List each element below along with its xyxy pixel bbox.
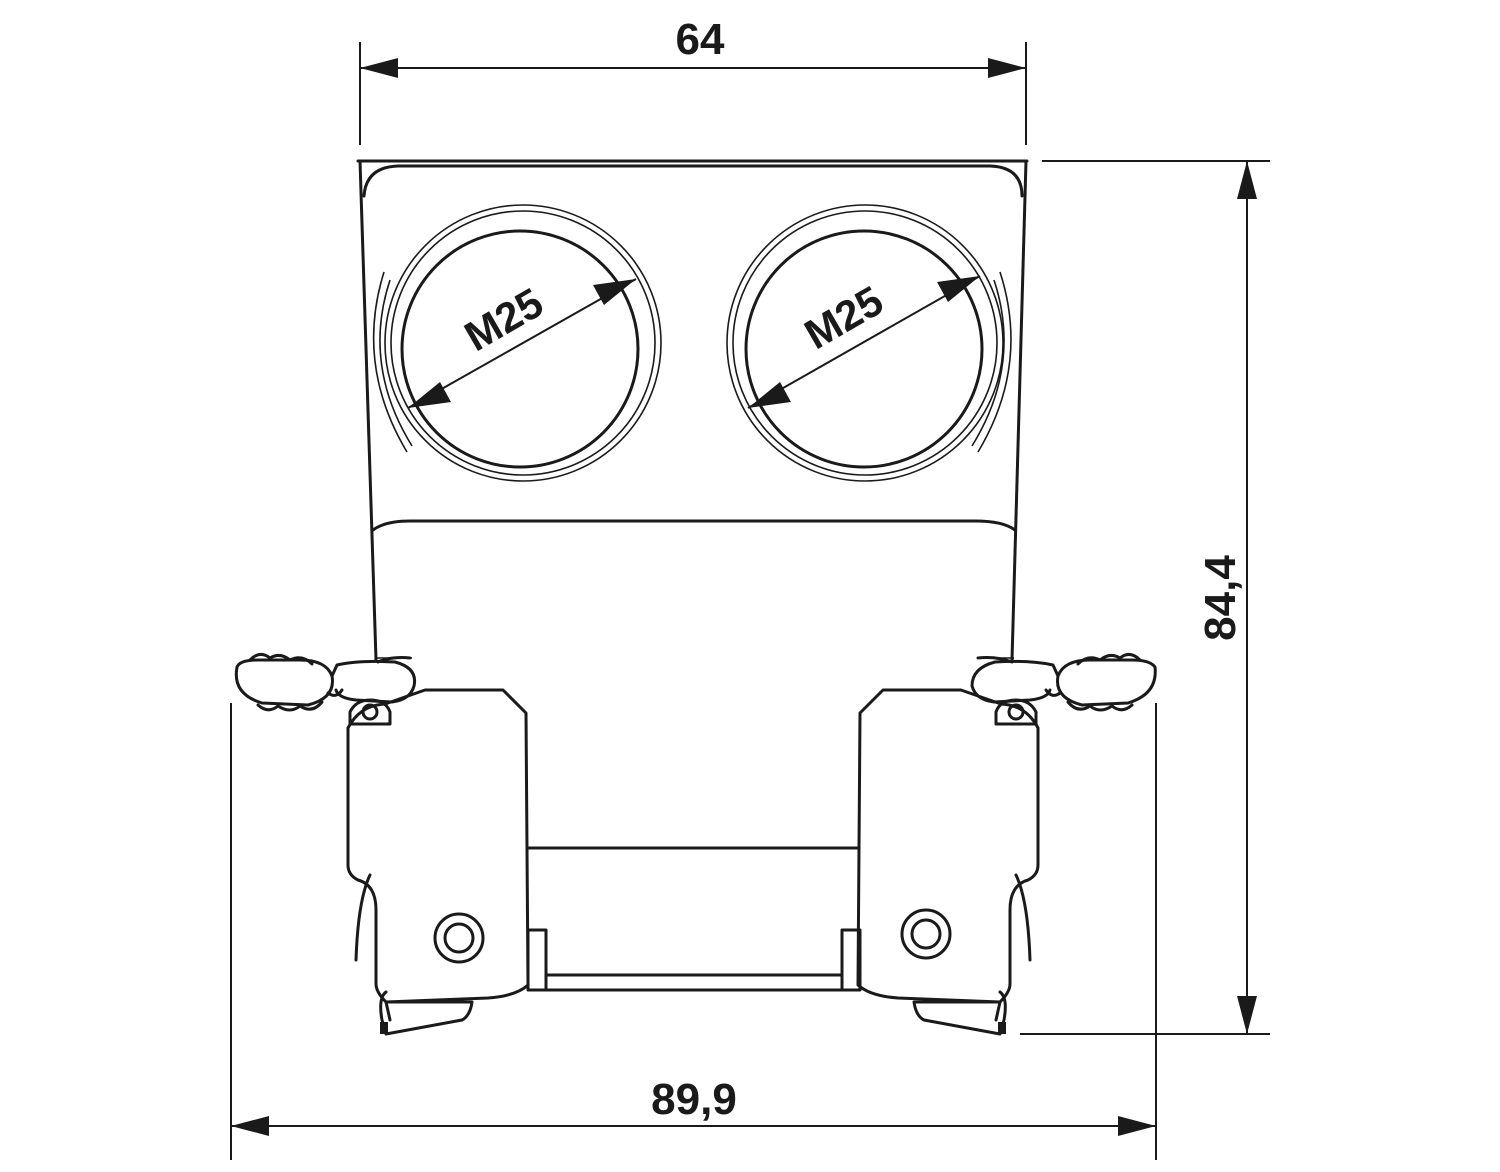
dimension-height-label: 84,4 <box>1196 555 1245 641</box>
housing-body <box>356 159 1029 992</box>
dimension-height: 84,4 <box>1020 160 1270 1035</box>
dimension-top-width: 64 <box>359 15 1027 145</box>
thread-label-left: M25 <box>457 279 551 361</box>
dimension-bottom-width: 89,9 <box>230 703 1157 1160</box>
cable-entry-right: M25 <box>726 204 1004 482</box>
dimension-top-width-label: 64 <box>676 15 725 64</box>
cable-entry-left: M25 <box>384 204 662 482</box>
dimension-bottom-width-label: 89,9 <box>651 1075 737 1124</box>
locking-lever-right <box>856 653 1157 1036</box>
thread-label-right: M25 <box>797 277 891 359</box>
locking-lever-left <box>234 653 530 1036</box>
